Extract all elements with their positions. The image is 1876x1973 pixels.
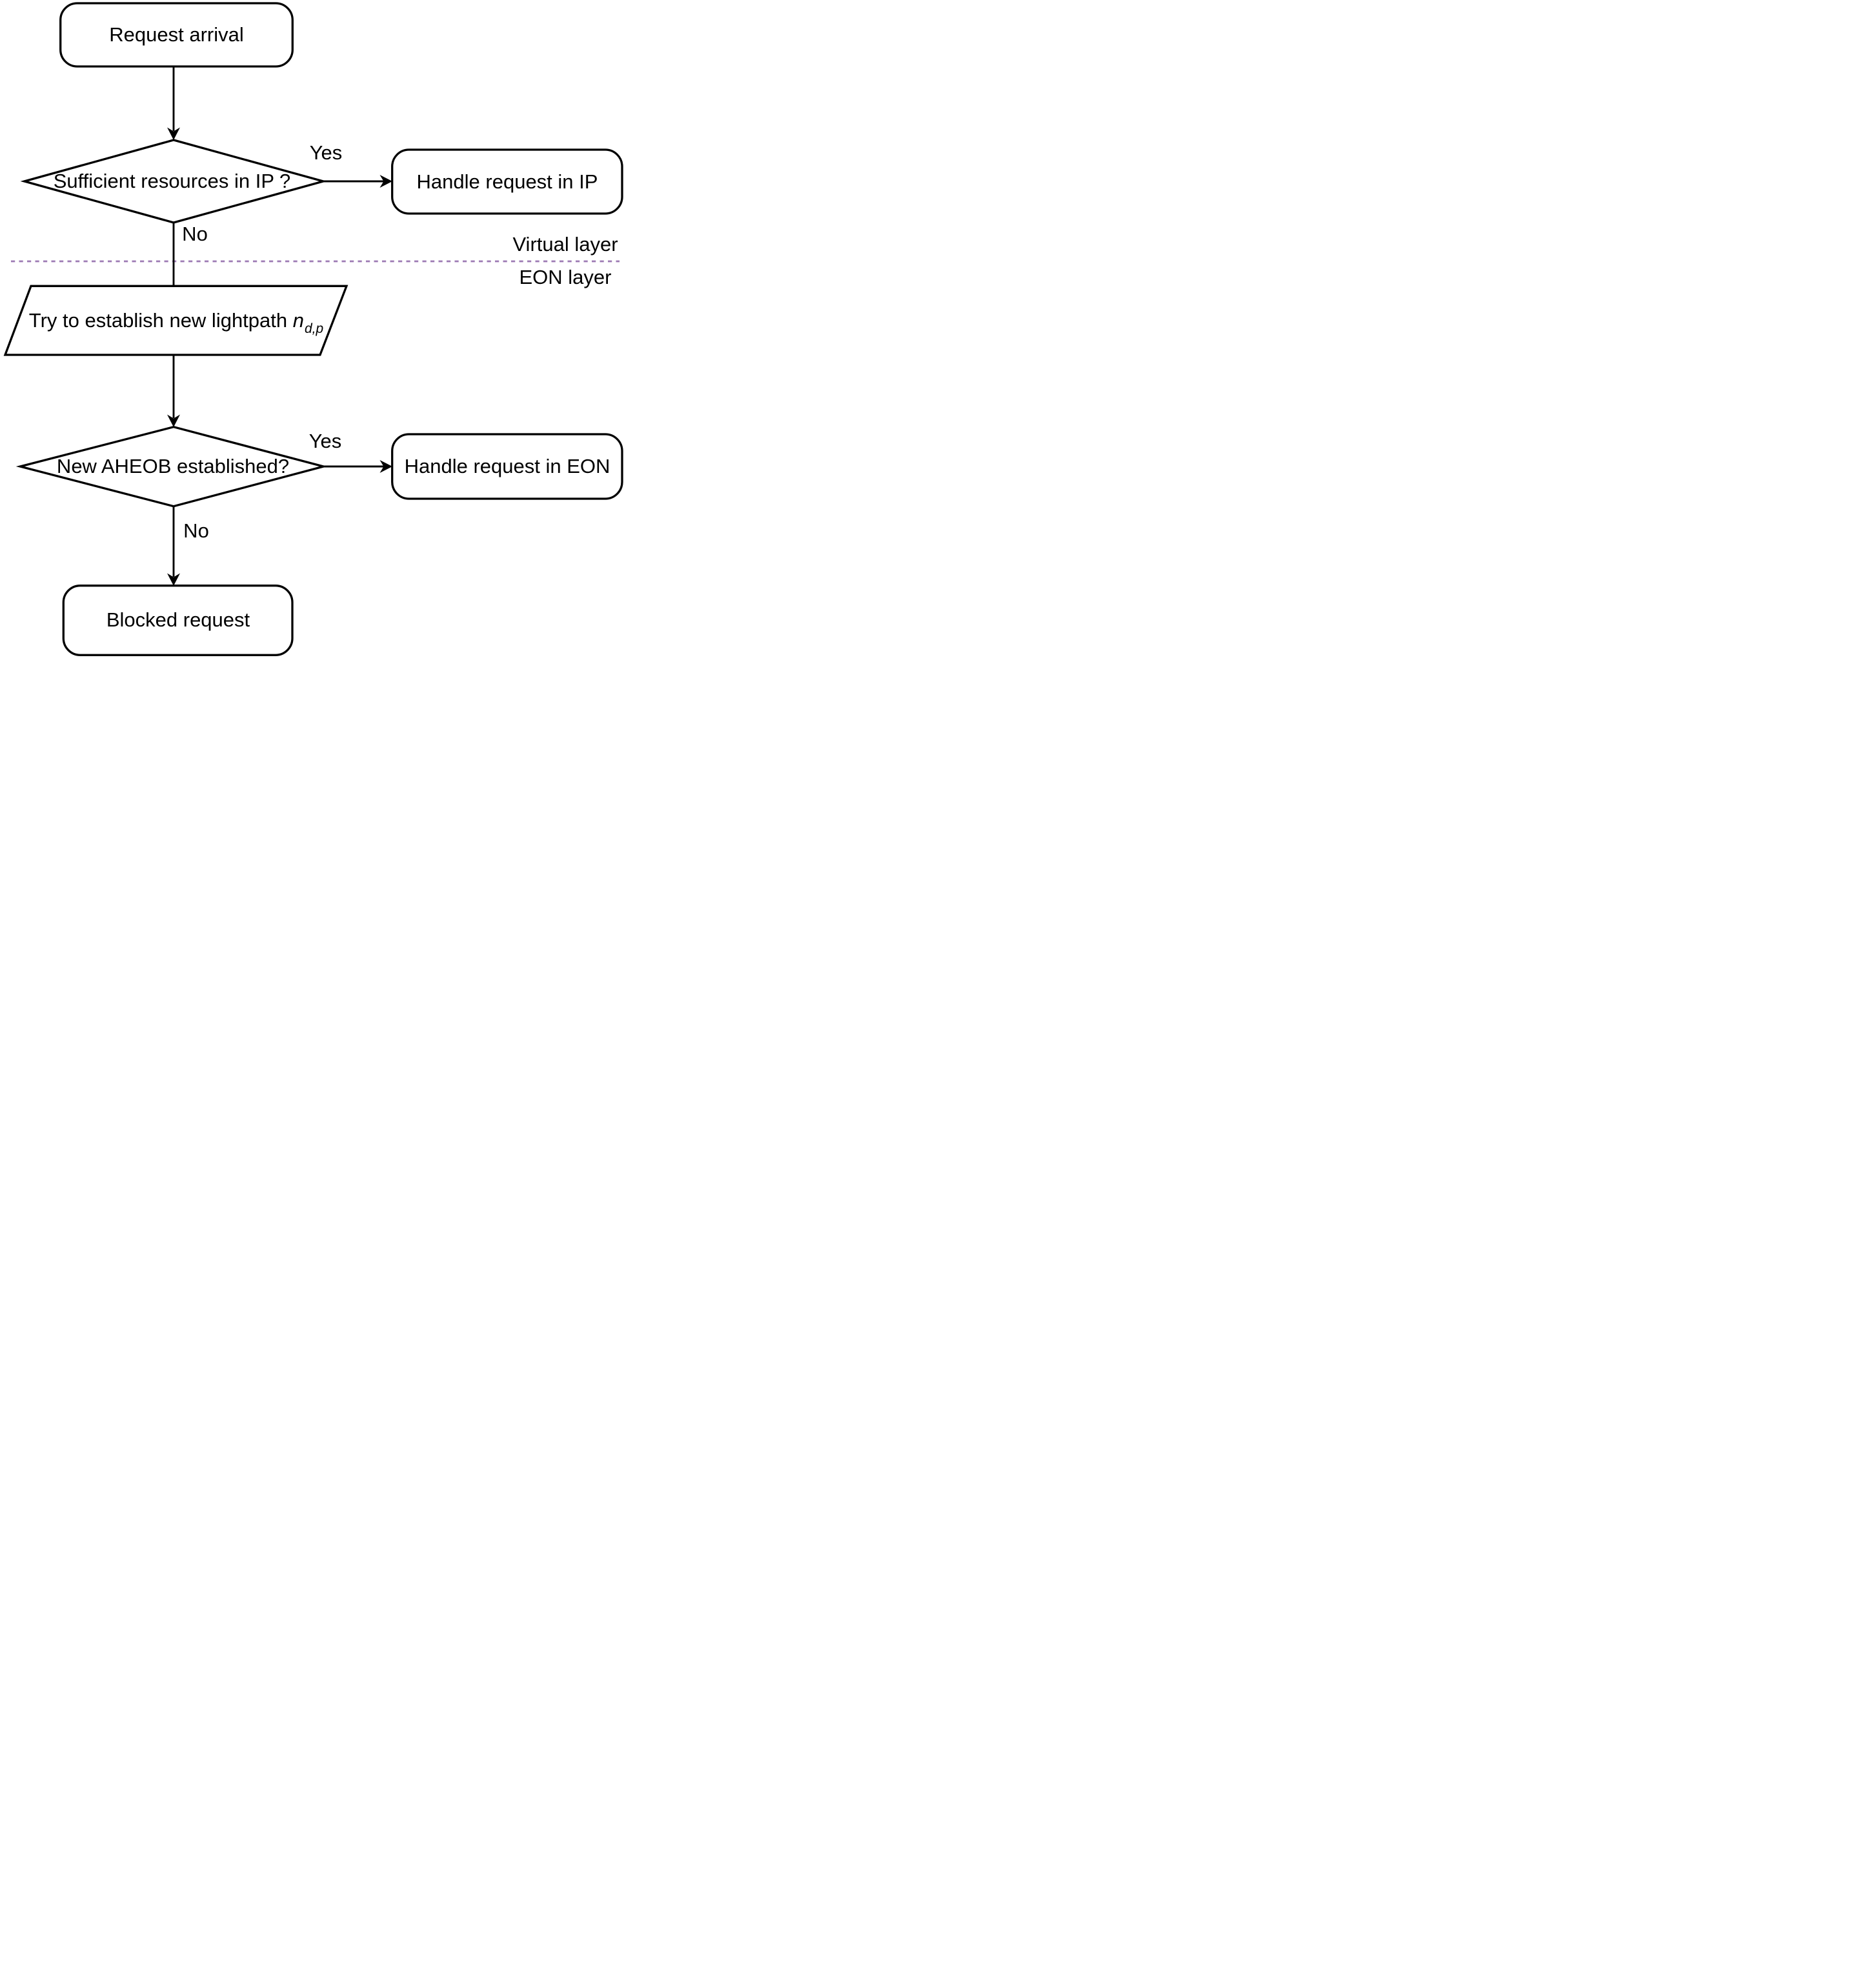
node-handle-eon-label: Handle request in EON [404,455,610,478]
arrowhead-down-icon [167,573,180,586]
arrow-decision-aheob-to-handle-eon [323,460,392,473]
edge-label-decision-ip-yes: Yes [309,141,343,165]
try-lightpath-text: Try to establish new lightpath [28,309,293,332]
arrow-try-lightpath-to-decision-aheob [167,355,180,427]
node-request-arrival-shape [59,2,294,68]
arrow-decision-ip-to-handle-ip [323,175,392,188]
try-lightpath-variable: n [292,309,304,332]
arrow-request-to-decision-ip [167,66,180,140]
layer-label-eon: EON layer [519,266,612,289]
edge-label-decision-aheob-yes: Yes [308,430,342,453]
edge-label-decision-aheob-no: No [183,519,209,543]
node-try-lightpath-label: Try to establish new lightpath nd,p [28,309,323,336]
node-handle-ip-label: Handle request in IP [416,170,598,193]
try-lightpath-subscript: d,p [305,321,324,337]
node-handle-ip-shape [391,148,623,215]
arrowhead-down-icon [167,414,180,427]
layer-label-virtual: Virtual layer [512,233,618,256]
flowchart-diagram: Request arrival Sufficient resources in … [0,0,625,657]
node-handle-eon-shape [391,433,623,500]
node-decision-ip-label: Sufficient resources in IP ? [53,170,291,193]
arrowhead-down-icon [167,127,180,140]
node-decision-aheob-label: New AHEOB established? [56,455,290,478]
flowchart-canvas [3,2,623,656]
node-try-lightpath-shape [3,285,348,356]
arrow-decision-aheob-no-to-blocked [167,506,180,586]
arrowhead-right-icon [379,175,392,188]
node-request-arrival-label: Request arrival [109,23,244,46]
node-blocked-request-label: Blocked request [106,608,250,632]
node-blocked-request-shape [62,585,294,656]
arrowhead-right-icon [379,460,392,473]
edge-label-decision-ip-no: No [182,223,208,246]
